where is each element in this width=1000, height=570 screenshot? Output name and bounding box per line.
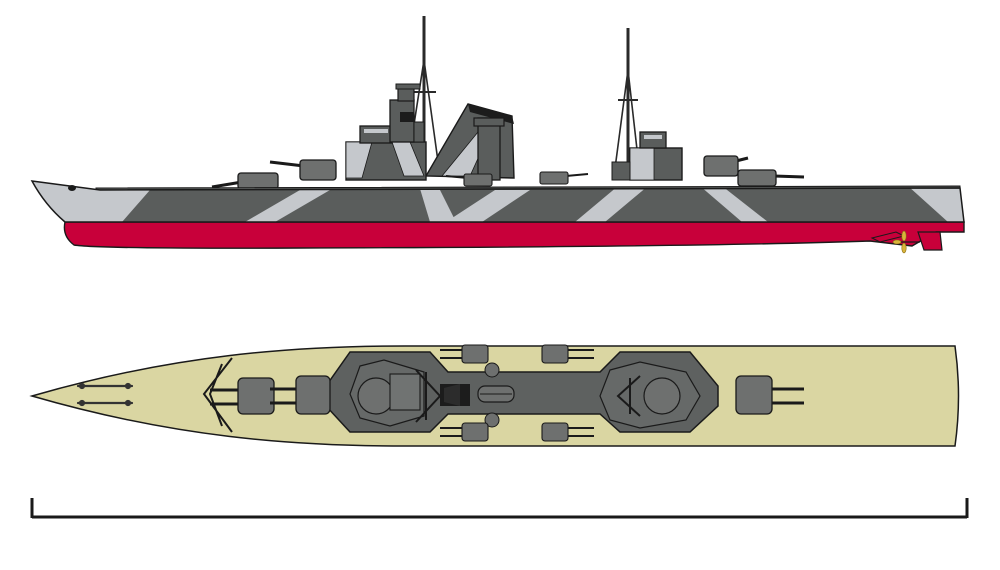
plan-superstructure — [325, 351, 719, 433]
anchor-chains — [76, 382, 134, 407]
ship-top-plan-icon — [29, 344, 960, 447]
side-turret-c — [703, 155, 749, 177]
breakwater — [202, 357, 233, 433]
plan-secondary-port-aft — [541, 344, 594, 364]
plan-turret-c — [735, 375, 804, 415]
plan-secondary-stbd-aft — [541, 422, 594, 442]
hull-lower — [63, 221, 965, 249]
ship-side-profile-icon — [30, 16, 965, 254]
plan-secondary-stbd-fwd — [440, 422, 489, 442]
plan-turret-a — [210, 377, 275, 415]
hull-upper — [30, 180, 965, 223]
plan-secondary-port-fwd — [440, 344, 489, 364]
side-turret-d — [737, 169, 805, 187]
funnel — [424, 103, 515, 181]
propeller-icon — [892, 230, 920, 254]
side-turret-b — [269, 159, 337, 181]
aft-superstructure — [611, 131, 683, 181]
forward-superstructure — [345, 83, 427, 181]
side-turret-a — [211, 172, 279, 190]
side-secondary-2 — [539, 171, 589, 185]
plan-turret-b — [270, 375, 331, 415]
hawse-hole-icon — [68, 185, 76, 191]
scale-bar-icon — [30, 498, 969, 519]
side-secondary-1 — [445, 173, 493, 187]
